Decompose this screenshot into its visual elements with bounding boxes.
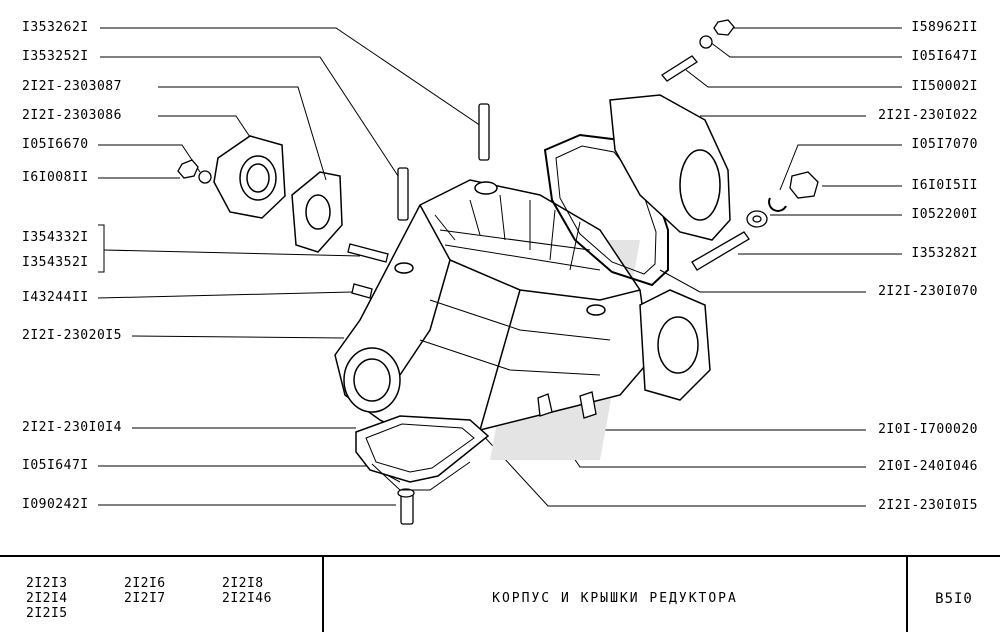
part-label-right: I052200I [911, 207, 978, 222]
leader-line [103, 249, 361, 257]
part-label-right: 2I2I-230I070 [878, 284, 978, 299]
part-label-right: I353282I [911, 246, 978, 261]
model-number: 2I2I3 [26, 576, 68, 591]
leader-line [158, 115, 253, 141]
part-label-right: 2I0I-I700020 [878, 422, 978, 437]
leader-line [587, 417, 866, 431]
gasket-2303087 [291, 171, 343, 253]
flange-2303086 [213, 135, 286, 219]
title-block: 2I2I3 2I2I4 2I2I5 2I2I6 2I2I7 2I2I8 2I2I… [0, 555, 1000, 632]
title-block-divider [906, 557, 908, 632]
sheet-title: КОРПУС И КРЫШКИ РЕДУКТОРА [492, 591, 738, 606]
part-label-left: I6I008II [22, 170, 89, 185]
part-label-left: I090242I [22, 497, 89, 512]
leader-line [98, 465, 401, 483]
leader-line [709, 41, 902, 58]
part-label-left: I05I647I [22, 458, 89, 473]
part-label-left: 2I2I-2303086 [22, 108, 122, 123]
part-label-right: II50002I [911, 79, 978, 94]
leader-line [158, 86, 327, 181]
leader-line [100, 27, 485, 129]
part-label-right: I05I7070 [911, 137, 978, 152]
leader-line [659, 269, 866, 293]
cover-plate-2301022 [609, 94, 731, 241]
model-number: 2I2I46 [222, 591, 272, 606]
part-label-left: I354352I [22, 255, 89, 270]
part-label-left: I05I6670 [22, 137, 89, 152]
sheet-code: B5I0 [935, 591, 973, 607]
part-label-right: 2I2I-230I022 [878, 108, 978, 123]
leader-line [685, 69, 902, 88]
model-number: 2I2I6 [124, 576, 166, 591]
part-label-left: I354332I [22, 230, 89, 245]
title-block-divider [322, 557, 324, 632]
leader-line [97, 291, 353, 299]
part-label-left: I43244II [22, 290, 89, 305]
model-number: 2I2I5 [26, 606, 68, 621]
gasket-2301070 [543, 133, 669, 287]
exploded-view-drawing [97, 19, 902, 525]
bottom-cover-2301014 [355, 415, 490, 491]
part-label-left: I353252I [22, 49, 89, 64]
model-number: 2I2I8 [222, 576, 264, 591]
part-label-right: I05I647I [911, 49, 978, 64]
part-label-right: 2I2I-230I0I5 [878, 498, 978, 513]
leader-line [779, 144, 902, 191]
part-label-right: I58962II [911, 20, 978, 35]
model-number: 2I2I4 [26, 591, 68, 606]
leader-line [131, 335, 345, 339]
part-label-left: I353262I [22, 20, 89, 35]
part-label-right: 2I0I-240I046 [878, 459, 978, 474]
part-label-right: I6I0I5II [911, 178, 978, 193]
fasteners [177, 19, 819, 525]
part-label-left: 2I2I-230I0I4 [22, 420, 122, 435]
part-label-left: 2I2I-23020I5 [22, 328, 122, 343]
model-number: 2I2I7 [124, 591, 166, 606]
reducer-housing [334, 179, 651, 441]
leader-line [100, 56, 403, 183]
housing-side-flange [639, 289, 711, 401]
leader-line [98, 224, 105, 273]
part-label-left: 2I2I-2303087 [22, 79, 122, 94]
